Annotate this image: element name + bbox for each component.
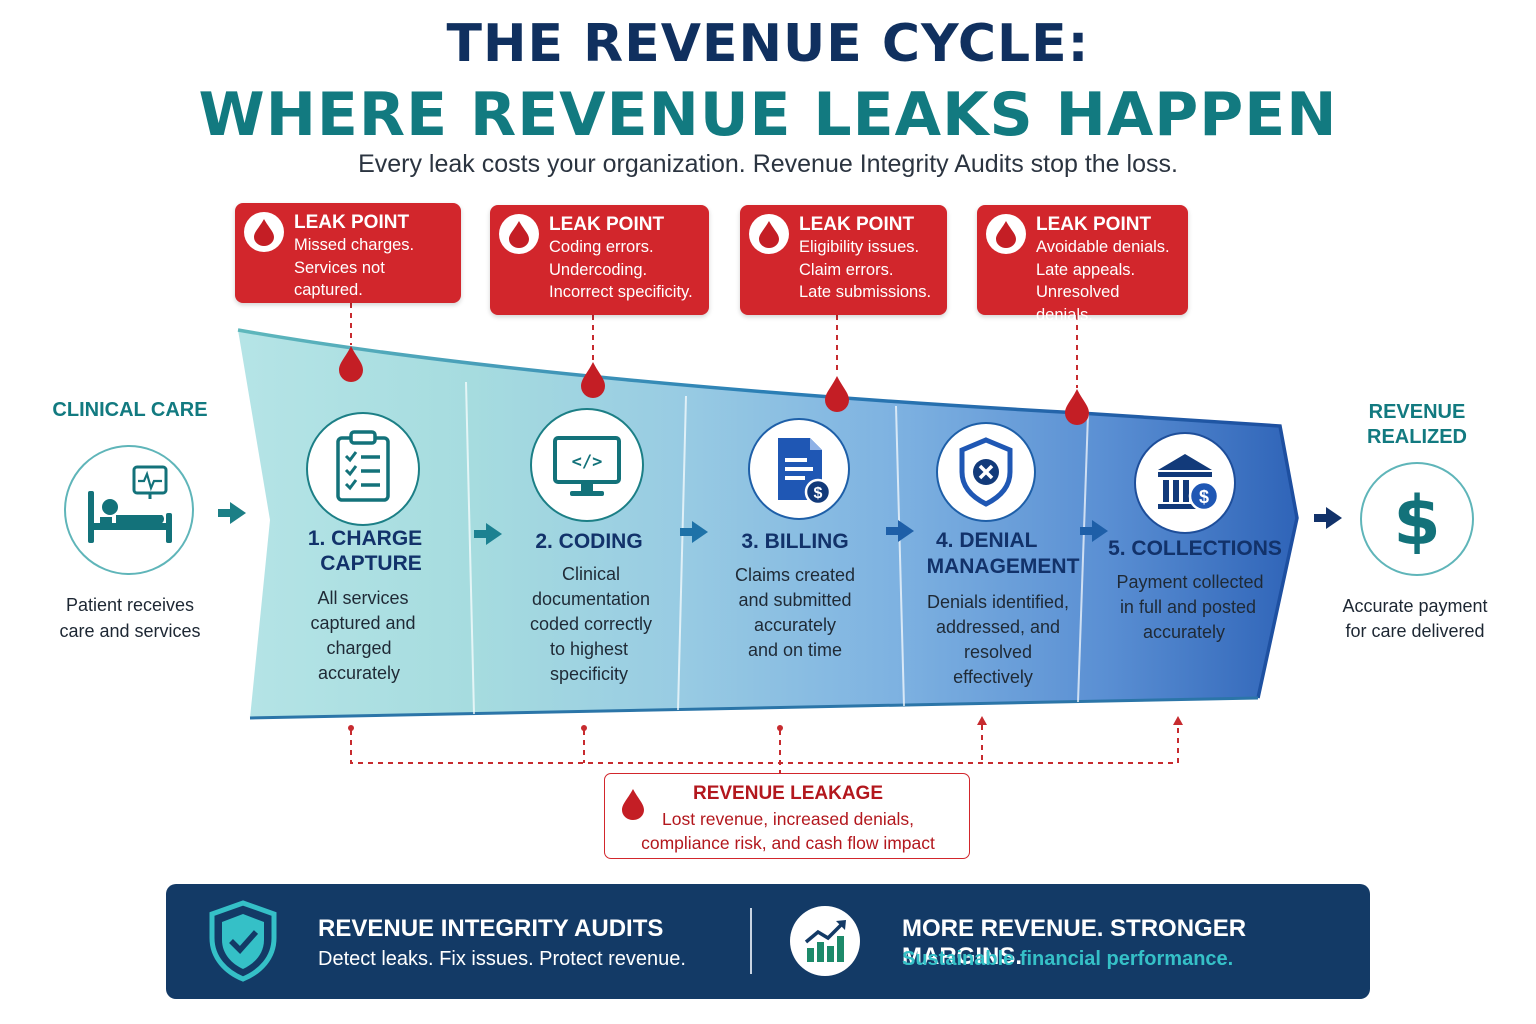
computer-code-icon: </> bbox=[530, 408, 644, 522]
svg-text:$: $ bbox=[1199, 487, 1209, 507]
revenue-realized-heading: REVENUE bbox=[1368, 401, 1466, 423]
banner-right-subtext: Sustainable financial performance. bbox=[902, 948, 1234, 970]
revenue-leakage-title: REVENUE LEAKAGE bbox=[692, 783, 884, 804]
svg-text:$: $ bbox=[1393, 482, 1440, 561]
stage-2-desc: to highest bbox=[549, 639, 629, 659]
revenue-leakage-box: REVENUE LEAKAGE Lost revenue, increased … bbox=[604, 773, 970, 859]
leak-point-box-4: LEAK POINT Avoidable denials. Late appea… bbox=[977, 205, 1188, 324]
stage-5-desc: in full and posted bbox=[1119, 597, 1257, 617]
blood-drop-icon bbox=[622, 789, 644, 820]
leak-point-line: Avoidable denials. bbox=[1036, 238, 1170, 256]
revenue-realized-line: Accurate payment bbox=[1342, 596, 1488, 616]
stage-4-desc: resolved bbox=[963, 642, 1033, 662]
stage-2-desc: specificity bbox=[549, 664, 629, 684]
leak-point-line: Late appeals. bbox=[1036, 260, 1136, 279]
stage-5-title: 5. COLLECTIONS bbox=[1108, 537, 1282, 560]
stage-2-desc: documentation bbox=[531, 589, 651, 609]
stage-1-title: CAPTURE bbox=[320, 552, 422, 575]
clipboard-checklist-icon bbox=[306, 412, 420, 526]
blood-drop-icon bbox=[244, 212, 284, 252]
revenue-leakage-line: compliance risk, and cash flow impact bbox=[641, 833, 935, 853]
title-line-1: THE REVENUE CYCLE: bbox=[446, 14, 1090, 74]
stage-3-desc: Claims created bbox=[734, 565, 856, 585]
banner-divider bbox=[750, 908, 752, 974]
flow-arrow-icon bbox=[680, 521, 708, 543]
patient-bed-monitor-icon bbox=[64, 445, 194, 575]
flow-arrow-icon bbox=[1314, 507, 1342, 529]
revenue-realized-line: for care delivered bbox=[1345, 621, 1485, 641]
blood-drop-icon bbox=[749, 214, 789, 254]
flow-arrow-icon bbox=[474, 523, 502, 545]
leak-drop-icon bbox=[339, 346, 363, 382]
revenue-realized-heading: REALIZED bbox=[1367, 426, 1467, 448]
stage-2-desc: Clinical bbox=[561, 564, 621, 584]
revenue-leakage-line: Lost revenue, increased denials, bbox=[662, 809, 914, 829]
blood-drop-icon bbox=[499, 214, 539, 254]
flow-arrow-icon bbox=[218, 502, 246, 524]
dollar-sign-icon: $ bbox=[1360, 462, 1474, 576]
stage-1-title: 1. CHARGE bbox=[307, 527, 423, 550]
stage-4-title: MANAGEMENT bbox=[926, 555, 1080, 578]
stage-1-desc: All services bbox=[317, 588, 409, 608]
leak-drop-icon bbox=[825, 376, 849, 412]
stage-4-desc: Denials identified, bbox=[926, 592, 1070, 612]
leak-point-line: Claim errors. bbox=[799, 260, 894, 279]
leak-drop-icon bbox=[581, 362, 605, 398]
svg-text:$: $ bbox=[814, 485, 823, 502]
leak-point-line: Undercoding. bbox=[549, 260, 648, 279]
banner-right-heading: MORE REVENUE. STRONGER MARGINS. bbox=[902, 915, 1247, 970]
flow-arrow-icon bbox=[886, 520, 914, 542]
stage-2-title: 2. CODING bbox=[535, 530, 643, 553]
banner-left-heading: REVENUE INTEGRITY AUDITS bbox=[318, 915, 664, 942]
svg-text:</>: </> bbox=[572, 452, 603, 472]
leak-point-line: Missed charges. bbox=[294, 236, 415, 254]
leak-point-line: Incorrect specificity. bbox=[549, 283, 693, 301]
stage-5-desc: Payment collected bbox=[1116, 572, 1264, 592]
leak-point-title: LEAK POINT bbox=[549, 214, 665, 235]
subtitle: Every leak costs your organization. Reve… bbox=[358, 150, 1178, 178]
leak-point-line: Eligibility issues. bbox=[799, 238, 920, 256]
banner-left-subtext: Detect leaks. Fix issues. Protect revenu… bbox=[318, 948, 686, 970]
invoice-dollar-icon: $ bbox=[748, 418, 850, 520]
bottom-banner: REVENUE INTEGRITY AUDITS Detect leaks. F… bbox=[166, 884, 1370, 999]
stage-4-desc: effectively bbox=[953, 667, 1033, 687]
leak-point-line: Late submissions. bbox=[799, 283, 932, 301]
stage-3-title: 3. BILLING bbox=[741, 530, 849, 553]
stage-1-desc: accurately bbox=[317, 663, 401, 683]
shield-check-icon bbox=[209, 900, 277, 982]
stage-1-desc: captured and bbox=[310, 613, 416, 633]
shield-x-icon bbox=[936, 422, 1036, 522]
stage-5-desc: accurately bbox=[1142, 622, 1226, 642]
bank-dollar-icon: $ bbox=[1134, 432, 1236, 534]
leak-point-box-1: LEAK POINT Missed charges. Services not … bbox=[235, 203, 461, 303]
leak-point-title: LEAK POINT bbox=[294, 212, 410, 233]
stage-3-desc: accurately bbox=[753, 615, 837, 635]
title-line-2: WHERE REVENUE LEAKS HAPPEN bbox=[198, 80, 1338, 150]
leak-point-line: Services not captured. bbox=[294, 258, 385, 300]
leak-point-title: LEAK POINT bbox=[799, 214, 915, 235]
leak-point-line: Unresolved denials. bbox=[1036, 283, 1120, 324]
flow-arrow-icon bbox=[1080, 520, 1108, 542]
blood-drop-icon bbox=[986, 214, 1026, 254]
leak-point-title: LEAK POINT bbox=[1036, 214, 1152, 235]
clinical-care-heading: CLINICAL CARE bbox=[52, 399, 208, 421]
growth-chart-icon bbox=[790, 906, 860, 976]
leak-point-box-3: LEAK POINT Eligibility issues. Claim err… bbox=[740, 205, 947, 315]
stage-1-desc: charged bbox=[326, 638, 392, 658]
stage-2-desc: coded correctly bbox=[529, 614, 653, 634]
clinical-care-line: care and services bbox=[59, 621, 201, 641]
stage-4-desc: addressed, and bbox=[935, 617, 1061, 637]
leak-point-line: Coding errors. bbox=[549, 238, 654, 256]
stage-3-desc: and on time bbox=[747, 640, 843, 660]
stage-4-title: 4. DENIAL bbox=[936, 529, 1038, 552]
leak-drop-icon bbox=[1065, 389, 1089, 425]
leak-point-box-2: LEAK POINT Coding errors. Undercoding. I… bbox=[490, 205, 709, 315]
stage-3-desc: and submitted bbox=[738, 590, 852, 610]
clinical-care-line: Patient receives bbox=[65, 595, 195, 615]
